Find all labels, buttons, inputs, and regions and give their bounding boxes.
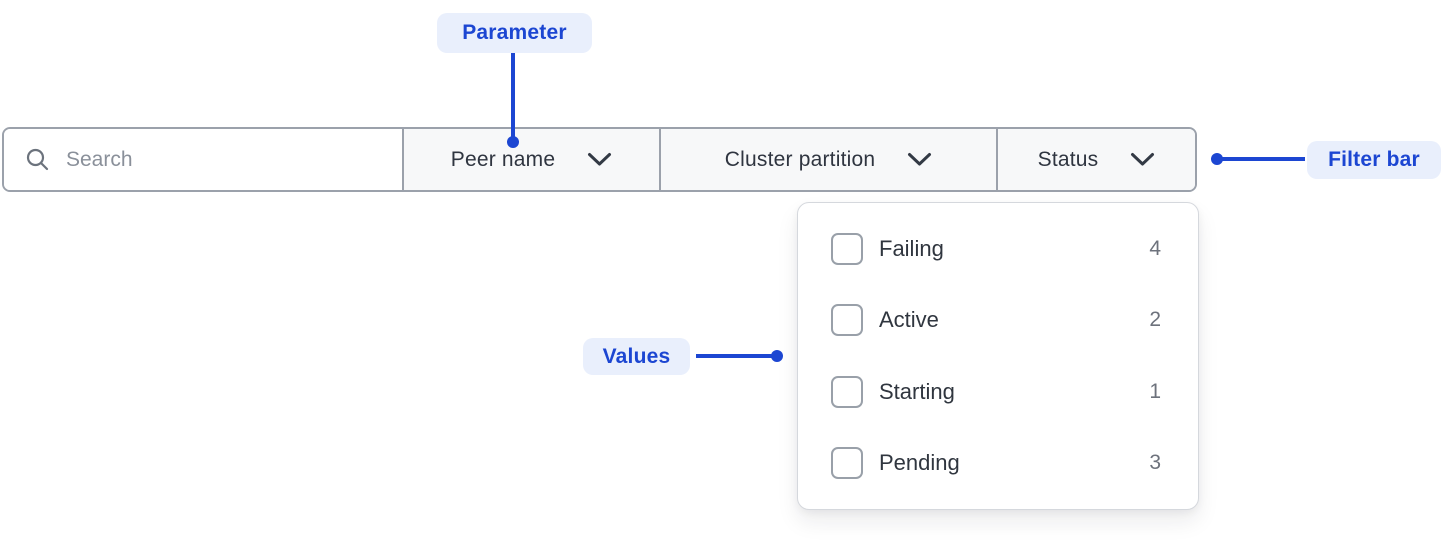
option-count: 1 bbox=[1149, 379, 1161, 403]
peer-name-dropdown[interactable]: Peer name bbox=[402, 129, 659, 190]
search-icon bbox=[26, 148, 49, 171]
status-option-active[interactable]: Active 2 bbox=[831, 285, 1161, 357]
filter-bar-connector-dot bbox=[1211, 153, 1223, 165]
values-connector-line bbox=[696, 354, 774, 358]
status-dropdown-panel: Failing 4 Active 2 Starting 1 Pending 3 bbox=[797, 202, 1199, 510]
status-option-starting[interactable]: Starting 1 bbox=[831, 356, 1161, 428]
option-label: Starting bbox=[879, 378, 955, 404]
cluster-partition-dropdown-label: Cluster partition bbox=[724, 147, 876, 171]
option-count: 3 bbox=[1149, 451, 1161, 475]
option-label: Failing bbox=[879, 235, 944, 261]
checkbox-unchecked-icon[interactable] bbox=[831, 232, 863, 265]
search-input[interactable] bbox=[66, 147, 366, 172]
option-label: Active bbox=[879, 307, 939, 333]
chevron-down-icon bbox=[1131, 153, 1155, 166]
filter-bar: Peer name Cluster partition Status bbox=[2, 127, 1197, 192]
option-count: 2 bbox=[1149, 308, 1161, 332]
peer-name-dropdown-label: Peer name bbox=[450, 147, 556, 171]
chevron-down-icon bbox=[588, 153, 612, 166]
values-callout-label: Values bbox=[583, 338, 690, 375]
parameter-callout-label: Parameter bbox=[437, 13, 592, 53]
cluster-partition-dropdown[interactable]: Cluster partition bbox=[659, 129, 996, 190]
values-connector-dot bbox=[771, 350, 783, 362]
option-label: Pending bbox=[879, 450, 960, 476]
status-option-pending[interactable]: Pending 3 bbox=[831, 428, 1161, 500]
parameter-connector-dot bbox=[507, 136, 519, 148]
status-dropdown-label: Status bbox=[1037, 147, 1099, 171]
filter-bar-connector-line bbox=[1219, 157, 1305, 161]
status-dropdown[interactable]: Status bbox=[996, 129, 1195, 190]
chevron-down-icon bbox=[908, 153, 932, 166]
parameter-connector-line bbox=[511, 53, 515, 137]
filter-bar-callout-label: Filter bar bbox=[1307, 141, 1441, 179]
checkbox-unchecked-icon[interactable] bbox=[831, 447, 863, 480]
option-count: 4 bbox=[1149, 236, 1161, 260]
checkbox-unchecked-icon[interactable] bbox=[831, 304, 863, 337]
status-option-failing[interactable]: Failing 4 bbox=[831, 213, 1161, 285]
checkbox-unchecked-icon[interactable] bbox=[831, 375, 863, 408]
search-field[interactable] bbox=[4, 129, 402, 190]
